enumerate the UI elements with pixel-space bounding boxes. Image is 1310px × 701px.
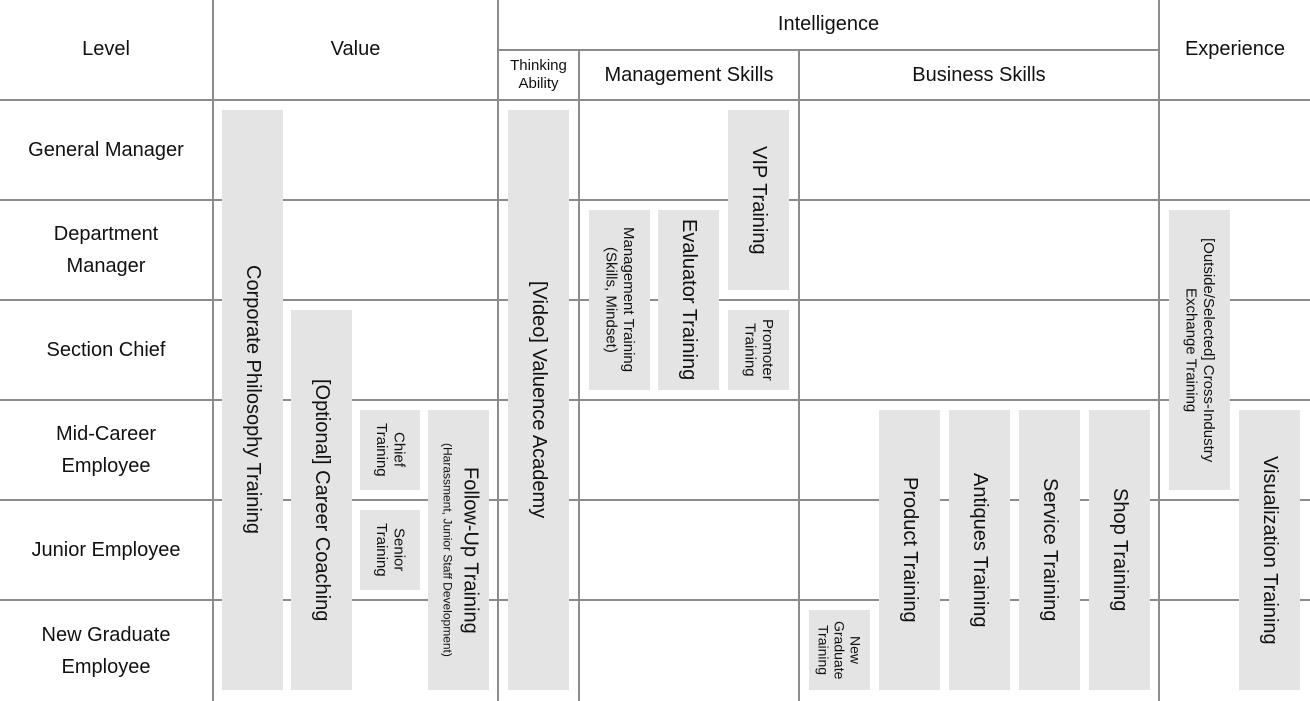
vip-training-box: VIP Training [728, 110, 789, 290]
level-department-manager: Department Manager [0, 201, 212, 299]
promoter-training-box: Promoter Training [728, 310, 789, 390]
box-label: [Optional] Career Coaching [311, 378, 333, 622]
box-label: Corporate Philosophy Training [242, 265, 264, 535]
box-label: [Outside/Selected] Cross-Industry Exchan… [1182, 237, 1217, 463]
grid-line [0, 99, 1310, 101]
box-label: [Video] Valuence Academy [528, 281, 550, 519]
follow-up-subtitle: (Harassment, Junior Staff Development) [440, 443, 455, 657]
management-training-box: Management Training(Skills, Mindset) [589, 210, 650, 390]
management-training-subtitle: (Skills, Mindset) [602, 247, 620, 353]
box-label: New Graduate Training [815, 620, 864, 680]
grid-line [497, 0, 499, 701]
header-experience: Experience [1184, 38, 1286, 60]
level-mid-career-employee: Mid-Career Employee [0, 401, 212, 499]
box-label: Management Training(Skills, Mindset) [602, 227, 637, 372]
level-section-chief: Section Chief [46, 339, 166, 361]
box-label: Shop Training [1109, 488, 1131, 612]
management-training-title: Management Training [619, 227, 637, 373]
box-label: Visualization Training [1259, 455, 1281, 645]
grid-line [0, 399, 1310, 401]
header-value: Value [330, 38, 381, 60]
level-junior-employee: Junior Employee [31, 539, 181, 561]
grid-line [212, 0, 214, 701]
header-level: Level [82, 38, 130, 60]
grid-line [0, 599, 1310, 601]
career-coaching-box: [Optional] Career Coaching [291, 310, 352, 690]
level-new-graduate-employee: New Graduate Employee [0, 601, 212, 701]
box-label: Antiques Training [969, 472, 991, 628]
visualization-training-box: Visualization Training [1239, 410, 1300, 690]
follow-up-title: Follow-Up Training [459, 466, 482, 634]
grid-line [0, 299, 1310, 301]
level-label: Mid-Career Employee [55, 423, 157, 477]
new-graduate-training-box: New Graduate Training [809, 610, 870, 690]
grid-line [798, 49, 800, 701]
box-label: Follow-Up Training (Harassment, Junior St… [436, 443, 482, 657]
header-intelligence: Intelligence [777, 13, 880, 35]
grid-line [0, 199, 1310, 201]
box-label: Product Training [899, 477, 921, 623]
follow-up-training-box: Follow-Up Training (Harassment, Junior St… [428, 410, 489, 690]
header-thinking-ability: Thinking Ability [510, 57, 567, 92]
evaluator-training-box: Evaluator Training [658, 210, 719, 390]
header-business-skills: Business Skills [912, 63, 1046, 86]
grid-line [1158, 0, 1160, 701]
product-training-box: Product Training [879, 410, 940, 690]
cross-industry-exchange-training-box: [Outside/Selected] Cross-Industry Exchan… [1169, 210, 1230, 490]
service-training-box: Service Training [1019, 410, 1080, 690]
grid-line [0, 499, 1310, 501]
level-label: New Graduate Employee [41, 624, 171, 678]
shop-training-box: Shop Training [1089, 410, 1150, 690]
grid-line [578, 49, 580, 701]
box-label: Promoter Training [741, 319, 776, 381]
box-label: Service Training [1039, 478, 1061, 622]
chief-training-box: Chief Training [360, 410, 420, 490]
senior-training-box: Senior Training [360, 510, 420, 590]
grid-line [498, 49, 1159, 51]
box-label: Senior Training [373, 523, 408, 577]
level-general-manager: General Manager [28, 139, 184, 161]
antiques-training-box: Antiques Training [949, 410, 1010, 690]
valuence-academy-box: [Video] Valuence Academy [508, 110, 569, 690]
box-label: Evaluator Training [678, 219, 700, 381]
header-management-skills: Management Skills [604, 63, 774, 86]
level-label: Department Manager [53, 223, 159, 277]
corporate-philosophy-training-box: Corporate Philosophy Training [222, 110, 283, 690]
box-label: Chief Training [373, 423, 408, 477]
box-label: VIP Training [748, 145, 770, 255]
